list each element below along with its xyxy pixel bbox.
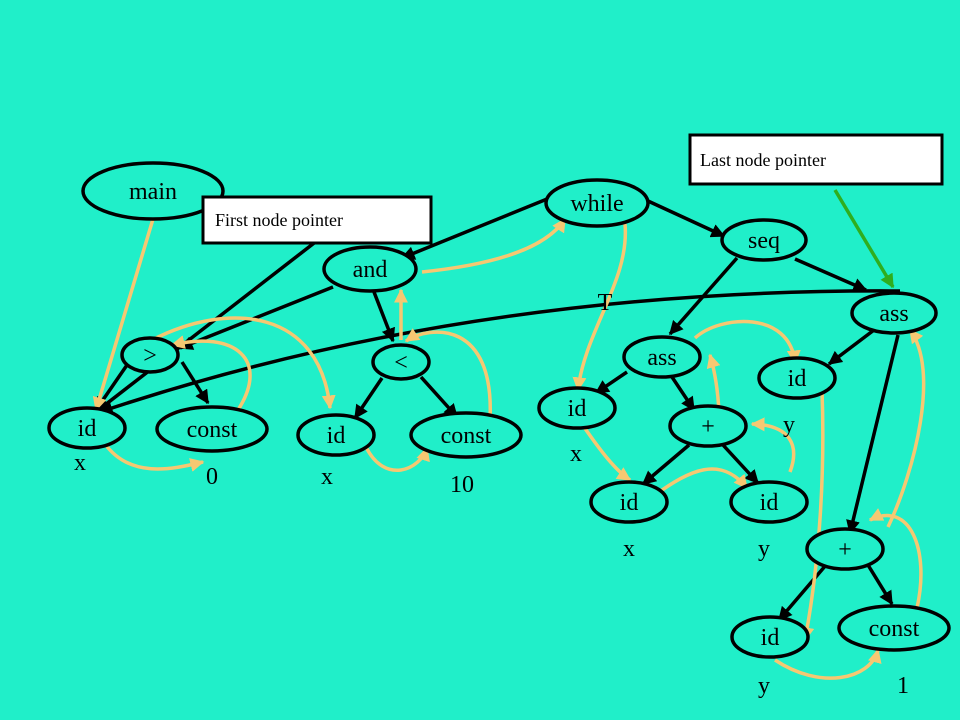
node-const-1-label: const (869, 616, 920, 642)
edge-plus-const (866, 564, 894, 606)
node-id-x-right: id (537, 386, 617, 430)
edge-while-and (400, 195, 553, 260)
leaf-one: 1 (897, 673, 909, 699)
node-id-y-low-label: id (760, 490, 779, 516)
edge-assmid-plus (670, 376, 696, 412)
last-node-pointer-line (833, 189, 895, 289)
first-node-pointer-label: First node pointer (215, 210, 343, 230)
node-id-x-left-label: id (78, 416, 97, 442)
thread-const10-lt (404, 328, 492, 421)
node-id-x-low: id (589, 480, 669, 524)
first-node-pointer-box: First node pointer (201, 195, 433, 245)
edge-while-seq (647, 199, 726, 238)
edge-asstop-idy (827, 328, 876, 366)
thread-plus-asstop (886, 328, 926, 528)
first-node-pointer-line (90, 238, 320, 417)
node-ass-mid-label: ass (647, 345, 676, 371)
leaf-x-left: x (74, 450, 86, 476)
thread-while-idright (572, 223, 628, 392)
edge-assmid-id (594, 370, 628, 395)
leaf-x-low: x (623, 536, 635, 562)
thread-const0-gt (170, 335, 252, 411)
node-id-y-bottom-label: id (761, 625, 780, 651)
thread-idlow-idylow (653, 467, 749, 497)
thread-const1-plus (868, 508, 923, 609)
leaf-y-low: y (758, 536, 770, 562)
true-branch-label: T (598, 290, 613, 316)
node-const-0: const (155, 405, 269, 453)
node-id-x-low-label: id (620, 490, 639, 516)
pointer-lines (90, 238, 901, 417)
edge-seq-asstop (794, 257, 868, 292)
node-id-y-top-label: id (788, 366, 807, 392)
node-seq: seq (720, 218, 808, 262)
thread-links (92, 217, 926, 680)
node-and: and (322, 245, 418, 293)
node-ass-top: ass (850, 291, 938, 335)
nodes: main while seq and ass > < ass (47, 161, 951, 659)
leaf-zero: 0 (206, 464, 218, 490)
edge-lt-id (353, 377, 384, 420)
node-while: while (544, 178, 650, 228)
node-plus-mid-label: + (701, 414, 715, 440)
node-id-y-bottom: id (730, 615, 810, 659)
leaf-ten: 10 (450, 472, 474, 498)
leaf-x-right: x (570, 441, 582, 467)
node-main: main (81, 161, 225, 221)
node-id-x-mid-label: id (327, 423, 346, 449)
node-ass-mid: ass (622, 335, 702, 379)
leaf-y-top: y (783, 412, 795, 438)
node-const-1: const (837, 604, 951, 652)
node-plus-bottom-label: + (838, 537, 852, 563)
node-and-label: and (353, 257, 388, 283)
leaf-values: x 0 x 10 x y x y y 1 (74, 412, 909, 699)
leaf-x-mid: x (321, 464, 333, 490)
edge-plus-idy (721, 443, 760, 485)
node-const-10-label: const (441, 423, 492, 449)
thread-plus-assmid (706, 353, 721, 414)
edge-lt-const (419, 375, 459, 419)
node-const-10: const (409, 411, 523, 459)
node-const-0-label: const (187, 417, 238, 443)
thread-idylow-plus (750, 417, 796, 473)
thread-gt-idmid (151, 316, 336, 410)
tree-edges (94, 195, 900, 622)
node-while-label: while (570, 191, 623, 217)
last-node-pointer-label: Last node pointer (700, 150, 826, 170)
thread-idmid-const10 (364, 446, 430, 473)
node-lt-label: < (394, 350, 408, 376)
thread-and-while (421, 217, 567, 274)
thread-main-id (92, 218, 155, 412)
edge-plus-idybottom (777, 563, 828, 622)
thread-idytop-idybottom (800, 389, 825, 642)
node-gt: > (120, 336, 180, 374)
node-seq-label: seq (748, 228, 780, 254)
node-lt: < (371, 343, 431, 381)
thread-assmid-idytop (693, 319, 801, 365)
thread-idright-idlow (582, 426, 632, 482)
node-main-label: main (129, 179, 177, 205)
last-node-pointer-box: Last node pointer (688, 133, 944, 186)
node-plus-mid: + (668, 404, 748, 448)
edge-asstop-plus (846, 334, 900, 535)
thread-idybottom-const1 (774, 648, 882, 680)
node-plus-bottom: + (805, 527, 885, 571)
leaf-y-bottom: y (758, 673, 770, 699)
node-id-x-right-label: id (568, 396, 587, 422)
node-gt-label: > (143, 343, 157, 369)
thread-idx-const0 (103, 442, 205, 472)
edge-and-gt (178, 285, 334, 350)
node-id-x-mid: id (296, 413, 376, 457)
edge-and-lt (372, 291, 395, 343)
edge-plus-idx (641, 443, 691, 486)
node-id-x-left: id (47, 406, 127, 450)
node-ass-top-label: ass (879, 301, 908, 327)
node-id-y-low: id (729, 480, 809, 524)
node-id-y-top: id (757, 356, 837, 400)
last-to-first-back-line (98, 289, 901, 415)
